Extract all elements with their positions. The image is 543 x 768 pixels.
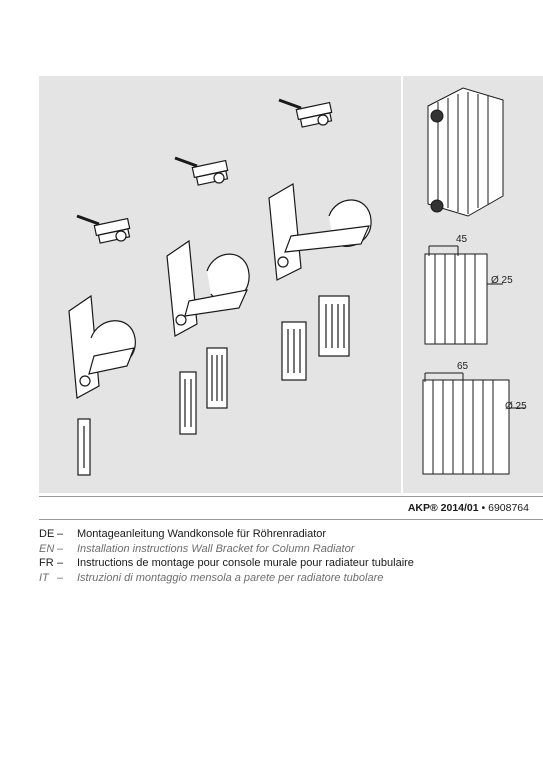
clamp-set-1 (76, 214, 131, 244)
bracket-parts-drawing (68, 98, 372, 476)
separator-dash: – (57, 571, 64, 584)
title-line-fr: FR – Instructions de montage pour consol… (39, 556, 543, 571)
title-text: Instructions de montage pour console mur… (77, 557, 414, 569)
separator-dash: – (57, 528, 64, 540)
separator-dash: – (57, 557, 64, 569)
document-code-bar: AKP® 2014/01 • 6908764 (39, 496, 543, 520)
separator-dash: – (57, 542, 64, 555)
title-text: Montageanleitung Wandkonsole für Röhrenr… (77, 528, 327, 540)
clamp-set-2 (174, 156, 229, 186)
language-code: FR (39, 557, 54, 569)
clamp-set-3 (278, 98, 333, 128)
title-line-de: DE – Montageanleitung Wandkonsole für Rö… (39, 527, 543, 542)
language-code: EN (39, 542, 55, 555)
wall-plate-1 (77, 418, 91, 476)
title-line-it: IT – Istruzioni di montaggio mensola a p… (39, 571, 543, 586)
dimension-spacing-6col: 65 (457, 361, 469, 372)
language-code: IT (39, 571, 49, 584)
radiator-4col (424, 245, 503, 345)
components-illustration-panel (39, 76, 401, 493)
wall-plate-5 (318, 295, 350, 357)
radiator-isometric (427, 87, 504, 217)
radiator-6col (422, 372, 525, 475)
document-code-number: 6908764 (488, 502, 529, 514)
wall-plate-4 (281, 321, 307, 381)
wall-bracket-short (68, 294, 136, 399)
dimension-diameter-4col: Ø 25 (491, 275, 513, 286)
dimension-spacing-4col: 45 (456, 234, 468, 245)
title-line-en: EN – Installation instructions Wall Brac… (39, 542, 543, 557)
language-code: DE (39, 528, 55, 540)
radiator-drawing: 45 Ø 25 65 Ø 25 (422, 87, 527, 475)
dimension-diameter-6col: Ø 25 (505, 401, 527, 412)
document-code-separator: • (478, 502, 489, 514)
wall-plate-2 (179, 371, 197, 435)
title-text: Installation instructions Wall Bracket f… (77, 542, 355, 555)
wall-plate-3 (206, 347, 228, 409)
document-code: AKP® 2014/01 • 6908764 (408, 502, 543, 514)
radiator-dimensions-panel: 45 Ø 25 65 Ø 25 (403, 76, 543, 493)
wall-bracket-medium (166, 239, 250, 337)
wall-bracket-long (268, 183, 372, 281)
document-code-prefix: AKP® 2014/01 (407, 502, 479, 514)
title-text: Istruzioni di montaggio mensola a parete… (77, 571, 384, 584)
title-translations: DE – Montageanleitung Wandkonsole für Rö… (39, 527, 543, 585)
